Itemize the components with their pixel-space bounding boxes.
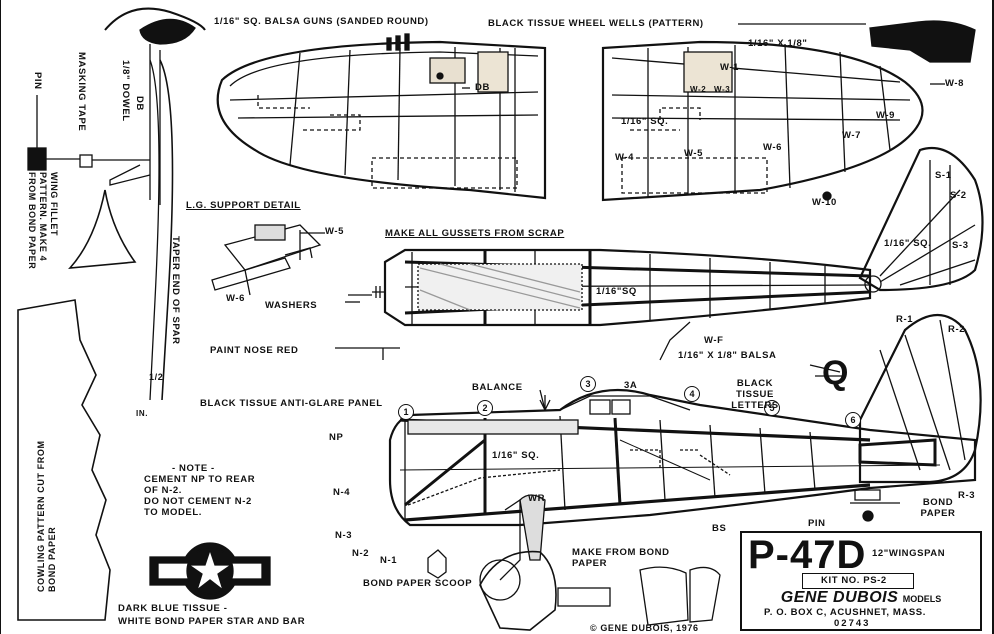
insignia-line-1: DARK BLUE TISSUE - <box>118 603 228 614</box>
washers-label: WASHERS <box>265 300 318 311</box>
rudder-r2-label: R-2 <box>948 324 966 335</box>
stab-s2-label: S-2 <box>950 190 967 201</box>
stab-sq-label: 1/16" SQ. <box>884 238 932 249</box>
maker-suffix: MODELS <box>902 594 942 604</box>
pin-side-label: PIN <box>808 518 826 529</box>
guns-label: 1/16" SQ. BALSA GUNS (SANDED ROUND) <box>214 16 429 27</box>
gear-door-part-1 <box>639 566 689 626</box>
half-inch-label: 1/2 <box>149 372 164 382</box>
make-from-label: MAKE FROM BOND PAPER <box>572 547 670 569</box>
rib-w4-label: W-4 <box>615 152 635 163</box>
station-5-marker: 5 <box>764 400 780 416</box>
fuselage-top-view <box>348 248 882 361</box>
rib-w9-label: W-9 <box>876 110 896 121</box>
station-1-marker: 1 <box>398 404 414 420</box>
n4-label: N-4 <box>333 487 351 498</box>
note-line-1: CEMENT NP TO REAR <box>144 474 256 485</box>
dowel-label: 1/8" DOWEL <box>120 60 131 122</box>
star-and-bar-insignia <box>149 542 271 600</box>
station-3-marker: 3 <box>580 376 596 392</box>
rudder <box>809 314 982 484</box>
wing-spar-label: 1/16" SQ. <box>621 116 669 127</box>
zip-label: 02743 <box>834 618 871 629</box>
bond-paper-label: BOND PAPER <box>920 497 956 519</box>
copyright-label: © GENE DUBOIS, 1976 <box>590 623 699 633</box>
rudder-r3-label: R-3 <box>958 490 976 501</box>
q-letter: Q <box>822 354 848 392</box>
lg-support-detail <box>211 224 325 296</box>
n1-label: N-1 <box>380 555 398 566</box>
rib-w2-label: W-2 <box>690 85 707 94</box>
bs-label: BS <box>712 523 727 534</box>
gear-door-part-2 <box>689 566 721 623</box>
db-label: DB <box>475 82 490 93</box>
wf-label: W-F <box>704 335 724 346</box>
station-4-marker: 4 <box>684 386 700 402</box>
masking-tape-label: MASKING TAPE <box>76 52 87 132</box>
balance-label: BALANCE <box>472 382 523 393</box>
taper-spar-label: TAPER END OF SPAR <box>170 236 181 345</box>
balsa-label: 1/16" X 1/8" BALSA <box>678 350 777 361</box>
wheel-wells-label: BLACK TISSUE WHEEL WELLS (PATTERN) <box>488 18 704 29</box>
station-6-marker: 6 <box>845 412 861 428</box>
lg-w6-label: W-6 <box>226 293 246 304</box>
gussets-label: MAKE ALL GUSSETS FROM SCRAP <box>385 228 565 239</box>
lg-detail-title: L.G. SUPPORT DETAIL <box>186 200 301 211</box>
n3-label: N-3 <box>335 530 353 541</box>
scoop-part <box>427 549 447 579</box>
stab-s1-label: S-1 <box>935 170 952 181</box>
left-wing-panel <box>216 33 547 200</box>
inch-label: IN. <box>136 409 149 418</box>
n2-label: N-2 <box>352 548 370 559</box>
rib-w6-label: W-6 <box>763 142 783 153</box>
address-label: P. O. BOX C, ACUSHNET, MASS. <box>764 607 926 618</box>
db-dowel-label: DB <box>134 96 145 111</box>
kit-number: KIT NO. PS-2 <box>821 575 887 586</box>
stabilizer <box>858 146 984 292</box>
wr-label: WR <box>528 493 546 504</box>
note-line-4: TO MODEL. <box>144 507 203 518</box>
rib-w8-label: W-8 <box>945 78 965 89</box>
insignia-line-2: WHITE BOND PAPER STAR AND BAR <box>118 616 306 627</box>
black-letters-label: BLACK TISSUE LETTERS <box>731 378 779 411</box>
rib-w10-label: W-10 <box>812 197 837 208</box>
rib-w5-label: W-5 <box>684 148 704 159</box>
spar-size-label: 1/16" X 1/8" <box>748 38 808 49</box>
fuselage-side-view <box>388 388 977 601</box>
lg-w5-label: W-5 <box>325 226 345 237</box>
pin-label: PIN <box>32 72 43 90</box>
scoop-label: BOND PAPER SCOOP <box>363 578 473 589</box>
fuselage-sq-label: 1/16"SQ <box>596 286 637 297</box>
note-title: - NOTE - <box>172 463 215 474</box>
antiglare-label: BLACK TISSUE ANTI-GLARE PANEL <box>200 398 383 409</box>
model-title: P-47D <box>748 533 867 577</box>
np-label: NP <box>329 432 344 443</box>
stab-s3-label: S-3 <box>952 240 969 251</box>
note-line-3: DO NOT CEMENT N-2 <box>144 496 252 507</box>
note-line-2: OF N-2. <box>144 485 182 496</box>
station-2-marker: 2 <box>477 400 493 416</box>
kit-box: KIT NO. PS-2 <box>802 573 914 589</box>
gear-door-part-3 <box>557 587 611 607</box>
wheel-fairing-part <box>479 550 557 631</box>
wing-fillet-label: WING FILLET PATTERN. MAKE 4 FROM BOND PA… <box>27 172 59 270</box>
title-block: P-47D 12"WINGSPAN KIT NO. PS-2 GENE DUBO… <box>740 531 982 631</box>
rib-w3-label: W-3 <box>714 85 731 94</box>
right-wing-panel <box>601 20 976 202</box>
maker-name-text: GENE DUBOIS <box>780 589 899 606</box>
rib-w1-label: W-1 <box>720 62 740 73</box>
note-block: - NOTE - CEMENT NP TO REAR OF N-2. DO NO… <box>144 463 255 518</box>
cowling-label: COWLING PATTERN CUT FROM BOND PAPER <box>36 440 57 592</box>
rudder-r1-label: R-1 <box>896 314 914 325</box>
maker-name: GENE DUBOIS MODELS <box>742 589 980 607</box>
station-3a-label: 3A <box>624 380 638 391</box>
prop-spinner-view <box>27 7 206 401</box>
rib-w7-label: W-7 <box>842 130 862 141</box>
wing-fillet-pattern <box>68 189 137 269</box>
side-sq-label: 1/16" SQ. <box>492 450 540 461</box>
cowling-pattern <box>17 299 111 621</box>
paint-nose-label: PAINT NOSE RED <box>210 345 299 356</box>
wingspan-label: 12"WINGSPAN <box>872 548 946 559</box>
